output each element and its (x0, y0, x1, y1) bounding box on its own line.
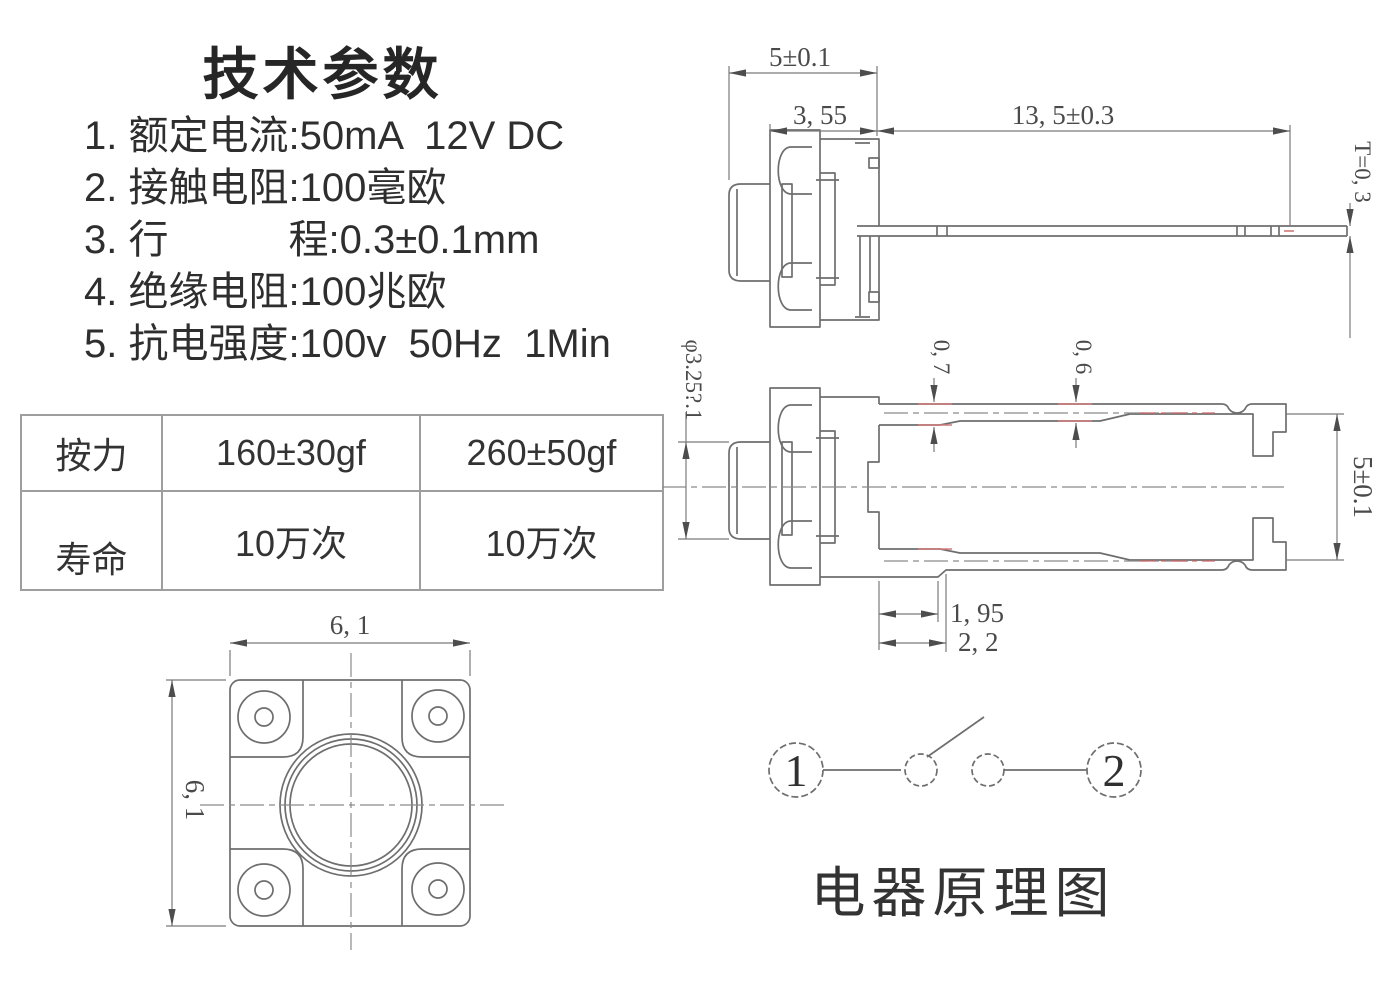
corner-pads (230, 680, 470, 926)
spec-item-rated-current: 1. 额定电流:50mA 12V DC (84, 114, 565, 158)
table-cell-lifespan-1: 10万次 (163, 492, 421, 589)
dim-body-width: 3, 55 (793, 100, 847, 130)
spec-item-dielectric-strength: 5. 抗电强度:100v 50Hz 1Min (84, 322, 611, 366)
switch-arm (926, 716, 985, 758)
circuit-caption: 电器原理图 (810, 863, 1115, 924)
lead-top-outline (879, 403, 1287, 457)
terminal-2-label: 2 (1103, 745, 1126, 796)
dim-lead-thickness: T=0, 3 (1350, 141, 1375, 203)
dim-shaft-diameter: φ3.25?.1 (681, 340, 706, 421)
rivet-top-left (237, 690, 291, 744)
terminal-circle-2 (1086, 742, 1142, 798)
dim-lead-length: 13, 5±0.3 (1012, 100, 1115, 130)
front-centerlines (200, 653, 505, 950)
rivet-top-right (411, 689, 465, 743)
rivet-bottom-left (237, 863, 291, 917)
page-title: 技术参数 (202, 43, 443, 106)
table-cell-lifespan-2: 10万次 (485, 522, 598, 564)
circuit-schematic: 1 2 电器原理图 (768, 716, 1142, 924)
contact-right (971, 753, 1005, 787)
terminal-1-label: 1 (785, 745, 808, 796)
dim-root-step: 1, 95 (950, 598, 1004, 628)
dim-lead-width-tip: 0, 6 (1071, 340, 1096, 375)
dim-front-width: 6, 1 (330, 610, 371, 640)
dim-root-step-outer: 2, 2 (958, 627, 999, 657)
dim-button-width: 5±0.1 (769, 42, 831, 72)
lead-strip (857, 225, 1348, 237)
spec-table: 按力 160±30gf 260±50gf 寿命 10万次 10万次 (20, 414, 664, 591)
table-cell-force-1: 160±30gf (163, 416, 421, 492)
spec-item-insulation-resistance: 4. 绝缘电阻:100兆欧 (84, 270, 447, 314)
table-cell-force-2: 260±50gf (421, 416, 662, 492)
table-row-label-force: 按力 (22, 416, 163, 492)
tech-specs-list: 1. 额定电流:50mA 12V DC 2. 接触电阻:100毫欧 3. 行 程… (84, 110, 611, 370)
dim-lead-width-root: 0, 7 (929, 340, 954, 375)
body-right-lower (820, 236, 880, 321)
dim-terminal-span: 5±0.1 (1348, 456, 1378, 518)
dim-front-height: 6, 1 (180, 780, 210, 821)
spec-item-contact-resistance: 2. 接触电阻:100毫欧 (84, 166, 447, 210)
spec-item-travel: 3. 行 程:0.3±0.1mm (84, 218, 540, 262)
table-row-label-lifespan: 寿命 (22, 492, 163, 589)
body-right-upper (820, 138, 880, 226)
lead-view-drawing: 0, 7 0, 6 φ3.25?.1 5±0.1 1, 95 2, 2 (662, 340, 1378, 657)
body-top-edge (820, 396, 880, 404)
contact-left (904, 753, 938, 787)
lead-bottom-outline (879, 517, 1287, 578)
side-view-drawing: 5±0.1 3, 55 13, 5±0.3 T=0, 3 (728, 42, 1375, 338)
front-view-drawing: 6, 1 6, 1 (166, 610, 505, 950)
rivet-bottom-right (411, 862, 465, 916)
front-view-outline (229, 679, 471, 927)
